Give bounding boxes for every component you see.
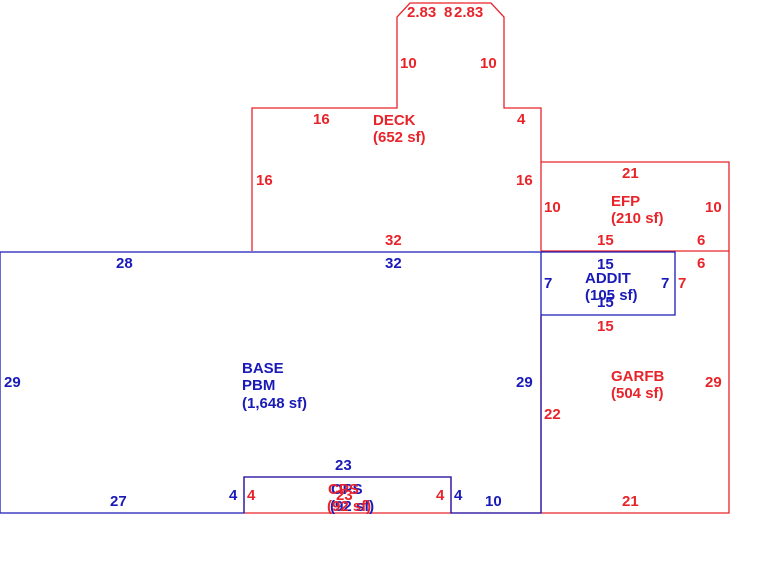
dim-garfb-top-right: 6 — [697, 255, 705, 272]
dim-base-top-left: 28 — [116, 255, 133, 272]
ops-label-overlay: CPS — [328, 481, 359, 498]
dim-addit-bottom: 15 — [597, 294, 614, 311]
garfb-area: (504 sf) — [611, 385, 664, 402]
addit-outline — [541, 251, 676, 316]
dim-deck-side-left: 16 — [256, 172, 273, 189]
base-outline — [0, 251, 542, 514]
ops-area: (92 sf) — [330, 498, 374, 515]
addit-area: (105 sf) — [585, 287, 638, 304]
efp-area: (210 sf) — [611, 210, 664, 227]
dim-ops-bottom-overlay: 23 — [336, 487, 353, 504]
dim-ops-left-blue: 4 — [229, 487, 238, 504]
dim-base-bottom-right: 10 — [485, 493, 502, 510]
efp-outline — [541, 161, 730, 251]
deck-area: (652 sf) — [373, 129, 426, 146]
ops-area-overlay: (92 sf) — [327, 498, 371, 515]
dim-garfb-bottom: 21 — [622, 493, 639, 510]
dim-deck-bottom: 32 — [385, 232, 402, 249]
garfb-outline — [451, 251, 730, 514]
dim-deck-side-right: 16 — [516, 172, 533, 189]
base-label: BASE — [242, 360, 284, 377]
deck-outline — [251, 2, 542, 251]
deck-label: DECK — [373, 112, 416, 129]
dim-addit-left: 7 — [544, 275, 552, 292]
dim-efp-left: 10 — [544, 199, 561, 216]
dim-base-right: 29 — [516, 374, 533, 391]
efp-label: EFP — [611, 193, 640, 210]
base-sublabel: PBM — [242, 377, 275, 394]
garfb-label: GARFB — [611, 368, 664, 385]
dim-deck-upper-right: 4 — [517, 111, 526, 128]
dim-deck-top-left: 2.83 — [407, 4, 436, 21]
dim-deck-top-mid: 8 — [444, 4, 452, 21]
dim-ops-top: 23 — [335, 457, 352, 474]
dim-addit-top: 15 — [597, 256, 614, 273]
dim-garfb-right: 29 — [705, 374, 722, 391]
dim-deck-upper-left: 16 — [313, 111, 330, 128]
dim-efp-top: 21 — [622, 165, 639, 182]
dim-deck-neck-left: 10 — [400, 55, 417, 72]
base-area: (1,648 sf) — [242, 395, 307, 412]
dim-ops-right-blue: 4 — [454, 487, 463, 504]
dim-deck-neck-right: 10 — [480, 55, 497, 72]
dim-efp-right: 10 — [705, 199, 722, 216]
dim-ops-right-red: 4 — [436, 487, 445, 504]
dim-base-bottom-left: 27 — [110, 493, 127, 510]
dim-garfb-addit-bottom: 15 — [597, 318, 614, 335]
dim-base-top-mid: 32 — [385, 255, 402, 272]
dim-deck-top-right: 2.83 — [454, 4, 483, 21]
dim-efp-bottom: 15 — [597, 232, 614, 249]
dim-base-left: 29 — [4, 374, 21, 391]
dim-addit-right: 7 — [661, 275, 669, 292]
ops-label: OPS — [331, 481, 363, 498]
dim-addit-right-red: 7 — [678, 275, 686, 292]
dim-ops-left-red: 4 — [247, 487, 256, 504]
dim-garfb-left: 22 — [544, 406, 561, 423]
addit-label: ADDIT — [585, 270, 631, 287]
dim-efp-bottom-right: 6 — [697, 232, 705, 249]
